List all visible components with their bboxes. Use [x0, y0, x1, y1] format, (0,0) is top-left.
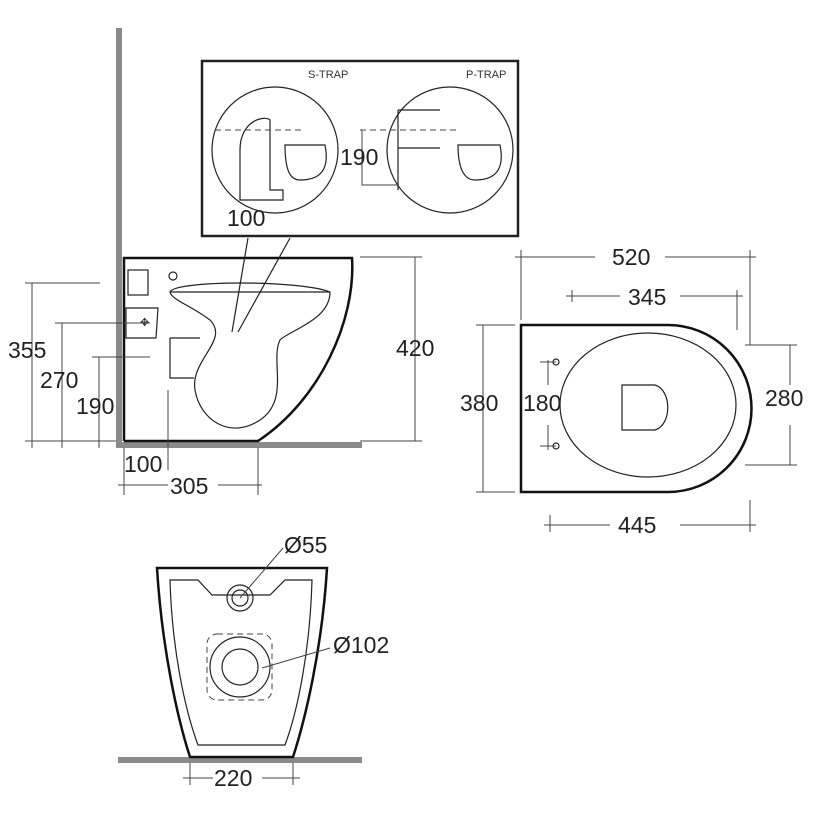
seat-opening: [559, 332, 737, 478]
s-trap-detail: [211, 86, 339, 214]
dim-100: 100: [124, 451, 162, 477]
floor: [116, 442, 362, 448]
toilet-rear-outline: [155, 566, 329, 759]
bowl-outlet: [621, 384, 669, 431]
inset-pointer: [231, 237, 291, 333]
dim-190: 190: [76, 393, 114, 419]
rear-floor: [118, 757, 362, 763]
dim-220: 220: [214, 765, 252, 791]
toilet-top-outline: [519, 323, 753, 494]
dim-diameter-102: Ø102: [333, 632, 389, 658]
bowl-trapway: [169, 282, 331, 429]
s-trap-label: S-TRAP: [308, 69, 348, 81]
toilet-side-outline: [122, 256, 354, 443]
trap-inset: S-TRAP P-TRAP 190 100: [200, 59, 520, 238]
dim-305: 305: [170, 473, 208, 499]
inset-dim-100: 100: [227, 205, 265, 231]
dim-270: 270: [40, 367, 78, 393]
dim-345: 345: [628, 284, 666, 310]
rear-view: Ø55 Ø102 220: [118, 532, 389, 791]
inset-dim-190: 190: [340, 144, 378, 170]
dim-diameter-55: Ø55: [284, 532, 327, 558]
side-view: ✥ 355 270 190 420 100 305: [8, 28, 434, 499]
inlet-55: [226, 584, 254, 612]
p-trap-label: P-TRAP: [466, 69, 506, 81]
dim-180: 180: [523, 390, 561, 416]
wall: [116, 28, 122, 448]
p-trap-detail: [386, 86, 514, 214]
top-view: 520 345 380 180 280 445: [460, 244, 803, 538]
outlet-102: [209, 636, 271, 698]
dim-520: 520: [612, 244, 650, 270]
dim-280: 280: [765, 385, 803, 411]
dim-420: 420: [396, 335, 434, 361]
dim-445: 445: [618, 512, 656, 538]
dim-355: 355: [8, 337, 46, 363]
dim-380: 380: [460, 390, 498, 416]
